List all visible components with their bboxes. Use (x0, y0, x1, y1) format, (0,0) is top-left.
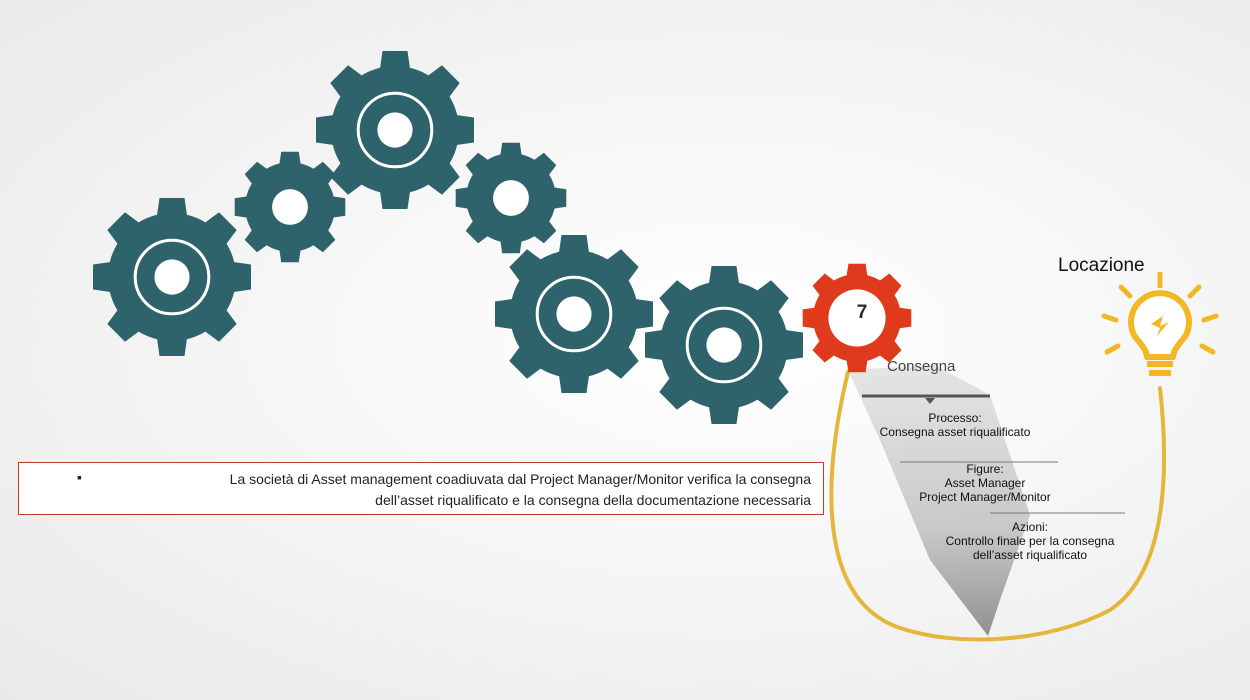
step-name: Consegna (887, 358, 956, 375)
azioni-heading: Azioni: (1011, 520, 1049, 534)
description-text: La società di Asset management coadiuvat… (91, 469, 811, 511)
gear-icon (645, 266, 803, 424)
figure-block: Figure: Asset Manager Project Manager/Mo… (880, 462, 1090, 504)
step-number: 7 (856, 302, 868, 323)
processo-text: Consegna asset riqualificato (879, 425, 1031, 439)
processo-heading: Processo: (928, 411, 982, 425)
figure-item: Asset Manager (944, 476, 1026, 490)
gear-icon (234, 151, 346, 263)
azioni-block: Azioni: Controllo finale per la consegna… (920, 520, 1140, 562)
azioni-line: dell’asset riqualificato (972, 548, 1088, 562)
figure-item: Project Manager/Monitor (919, 490, 1051, 504)
bulb-cable (829, 370, 1167, 642)
azioni-line: Controllo finale per la consegna (945, 534, 1115, 548)
diagram-title: Locazione (1058, 255, 1145, 276)
description-box: ▪ La società di Asset management coadiuv… (18, 462, 824, 515)
gear-icon (455, 142, 567, 254)
gear-icon (495, 235, 653, 393)
active-step-gear-icon (802, 263, 912, 373)
lightbulb-icon (1101, 271, 1219, 376)
gear-icon (316, 51, 474, 209)
processo-block: Processo: Consegna asset riqualificato (860, 411, 1050, 439)
gear-icon (93, 198, 251, 356)
divider-pointer (925, 398, 935, 404)
description-line: dell’asset riqualificato e la consegna d… (375, 492, 811, 508)
description-line: La società di Asset management coadiuvat… (229, 471, 811, 487)
bullet-icon: ▪ (77, 469, 82, 485)
detail-funnel (848, 365, 1030, 636)
figure-heading: Figure: (966, 462, 1004, 476)
